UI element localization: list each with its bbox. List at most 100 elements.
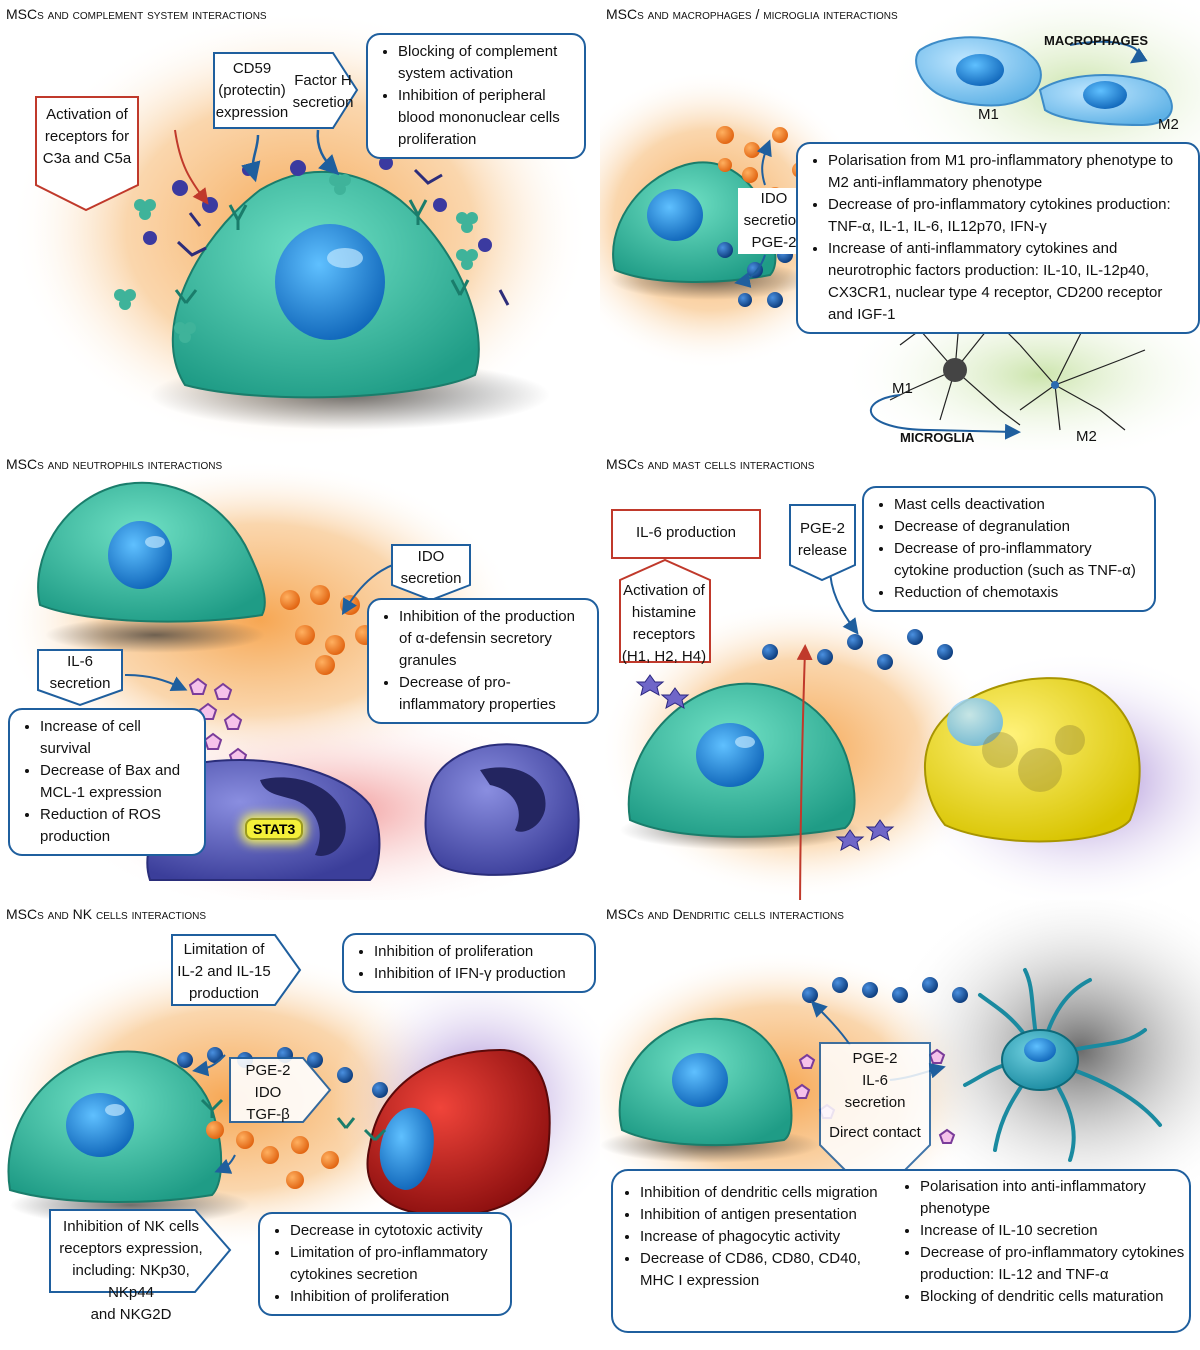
effect-item: Polarisation into anti-inflammatory phen…: [920, 1176, 1188, 1220]
pge2-line: release: [797, 542, 848, 559]
factorh-line: Factor H: [294, 72, 352, 89]
microglia-m2-label: M2: [1076, 428, 1097, 445]
il6-label: IL-6 secretion: [38, 651, 122, 695]
m2-label: M2: [1158, 116, 1179, 133]
effect-item: Increase of cell survival: [40, 716, 194, 760]
tgfb-label: TGF-β: [246, 1106, 290, 1123]
msc-nucleus: [275, 224, 385, 340]
pge2-line: PGE-2: [799, 520, 845, 537]
microglia-m1: [943, 358, 967, 382]
effect-item: Increase of phagocytic activity: [640, 1226, 884, 1248]
cd59-line: expression: [215, 104, 289, 121]
effect-item: Decrease of degranulation: [894, 516, 1144, 538]
effect-item: Inhibition of proliferation: [290, 1286, 500, 1308]
effect-item: Mast cells deactivation: [894, 494, 1144, 516]
panel-title: MSCs and macrophages / microglia interac…: [606, 6, 898, 22]
il6-label: IL-6: [862, 1072, 888, 1089]
effect-item: Polarisation from M1 pro-inflammatory ph…: [828, 150, 1188, 194]
effect-item: Reduction of chemotaxis: [894, 582, 1144, 604]
complement-effects-box: Blocking of complement system activation…: [366, 33, 586, 159]
factors-label: PGE-2 IDO TGF-β: [232, 1060, 304, 1126]
activation-line: Activation of: [46, 106, 128, 123]
histamine-label: Activation of histamine receptors (H1, H…: [616, 580, 712, 668]
pge2-label: PGE-2: [245, 1062, 291, 1079]
ido-line: secretion: [743, 212, 805, 229]
histamine-line: Activation of: [623, 582, 705, 599]
activation-line: receptors for: [44, 128, 130, 145]
receptors-arrow-shape: [49, 1209, 232, 1293]
factors-label: PGE-2 IL-6 secretion Direct contact: [822, 1048, 928, 1144]
panel-title: MSCs and mast cells interactions: [606, 456, 815, 472]
nk-effects-top: Inhibition of proliferation Inhibition o…: [342, 933, 596, 993]
panel-mast: MSCs and mast cells interactions IL-6 pr…: [600, 450, 1200, 900]
receptors-line: Inhibition of NK cells: [63, 1218, 199, 1235]
effect-item: Increase of anti-inflammatory cytokines …: [828, 238, 1188, 326]
effect-item: Inhibition of proliferation: [374, 941, 584, 963]
panel-neutrophils: MSCs and neutrophils interactions IDO se…: [0, 450, 600, 900]
histamine-arrow-shape: [619, 558, 711, 663]
effect-item: Blocking of dendritic cells maturation: [920, 1286, 1188, 1308]
panel-macrophages: MSCs and macrophages / microglia interac…: [600, 0, 1200, 450]
mast-illustration: [600, 504, 1200, 900]
activation-label: Activation of receptors for C3a and C5a: [36, 104, 138, 170]
pge2-label: PGE-2: [852, 1050, 898, 1067]
cd59-line: (protectin): [218, 82, 286, 99]
pge2-label: PGE-2 release: [790, 518, 855, 562]
microglia-m1-label: M1: [892, 380, 913, 397]
macrophage-effects-box: Polarisation from M1 pro-inflammatory ph…: [796, 142, 1200, 334]
effect-item: Decrease of pro-inflammatory cytokines p…: [920, 1242, 1188, 1286]
il6-line: secretion: [49, 675, 111, 692]
effect-item: Decrease of Bax and MCL-1 expression: [40, 760, 194, 804]
limitation-line: Limitation of: [183, 941, 265, 958]
ido-label: IDO: [254, 1084, 282, 1101]
limitation-line: IL-2 and IL-15: [177, 963, 271, 980]
neutrophil-cell: [424, 743, 580, 876]
m1-label: M1: [978, 106, 999, 123]
receptors-line: receptors expression,: [59, 1240, 203, 1257]
pge2-arrow-shape: [789, 504, 856, 582]
mast-effects-box: Mast cells deactivation Decrease of degr…: [862, 486, 1156, 612]
panel-title: MSCs and NK cells interactions: [6, 906, 207, 922]
histamine-line: histamine: [631, 604, 697, 621]
stat3-badge: STAT3: [245, 818, 304, 840]
nk-effects-bottom: Decrease in cytotoxic activity Limitatio…: [258, 1212, 512, 1316]
histamine-line: receptors: [632, 626, 696, 643]
effect-item: Decrease of pro-inflammatory properties: [399, 672, 587, 716]
factorh-line: secretion: [292, 94, 354, 111]
il6-arrow-shape: [37, 649, 123, 707]
effect-item: Inhibition of the production of α-defens…: [399, 606, 587, 672]
effect-item: Reduction of ROS production: [40, 804, 194, 848]
panel-nk: MSCs and NK cells interactions Limitatio…: [0, 900, 600, 1350]
activation-arrow-shape: [35, 96, 139, 212]
il6-line: IL-6: [67, 653, 93, 670]
panel-title: MSCs and neutrophils interactions: [6, 456, 223, 472]
pge2-arrow-shape: [229, 1057, 332, 1123]
effect-item: Decrease of CD86, CD80, CD40, MHC I expr…: [640, 1248, 884, 1292]
effect-item: Blocking of complement system activation: [398, 41, 574, 85]
ido-line: secretion: [400, 570, 462, 587]
nk-illustration: [0, 934, 600, 1293]
neutrophil-effects-left: Increase of cell survival Decrease of Ba…: [8, 708, 206, 856]
factorh-label: Factor H secretion: [290, 70, 356, 114]
panel-complement: MSCs and complement system interactions …: [0, 0, 600, 450]
limitation-line: production: [188, 985, 260, 1002]
receptors-line: including: NKp30, NKp44: [72, 1262, 190, 1301]
ido-line: IDO: [417, 548, 445, 565]
cd59-arrow-shape: [213, 52, 359, 129]
il6-production-label: IL-6 production: [635, 524, 737, 541]
receptors-line: and NKG2D: [90, 1306, 172, 1323]
neutrophil-effects-right: Inhibition of the production of α-defens…: [367, 598, 599, 724]
il6-box-shape: [611, 509, 761, 559]
ido-label: IDO secretion: [392, 546, 470, 590]
effect-item: Inhibition of IFN-γ production: [374, 963, 584, 985]
dendritic-illustration: [600, 900, 1200, 1333]
panel-title: MSCs and complement system interactions: [6, 6, 267, 22]
receptors-label: Inhibition of NK cells receptors express…: [50, 1216, 212, 1326]
effect-item: Decrease of pro-inflammatory cytokines p…: [828, 194, 1188, 238]
effect-item: Inhibition of peripheral blood mononucle…: [398, 85, 574, 151]
dendritic-effects-left: Inhibition of dendritic cells migration …: [612, 1176, 884, 1298]
effect-item: Inhibition of dendritic cells migration: [640, 1182, 884, 1204]
macrophages-label: MACROPHAGES: [1044, 33, 1149, 48]
dendritic-effects-right: Polarisation into anti-inflammatory phen…: [892, 1170, 1188, 1314]
panel-dendritic: MSCs and Dendritic cells interactions PG…: [600, 900, 1200, 1350]
